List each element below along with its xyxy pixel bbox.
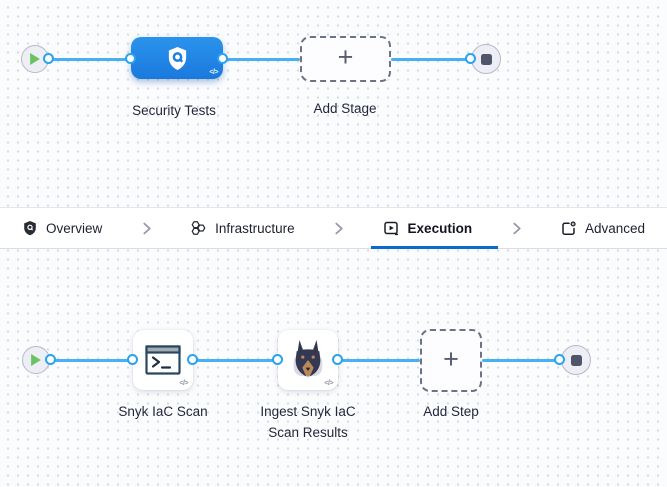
page-gear-icon [562, 220, 576, 235]
chevron-right-icon [512, 222, 521, 234]
step-label-line2: Scan Results [268, 425, 348, 440]
execution-end-node [561, 345, 591, 375]
stop-icon [480, 53, 492, 65]
code-badge: </> [324, 380, 333, 387]
terminal-icon [145, 345, 181, 375]
stage-card-security-tests[interactable]: </> [131, 37, 223, 79]
tab-label: Infrastructure [215, 220, 295, 236]
step-card-ingest-snyk-results[interactable]: </> [278, 330, 338, 390]
link-port[interactable] [272, 354, 283, 365]
step-card-snyk-iac-scan[interactable]: </> [133, 330, 193, 390]
link-port[interactable] [217, 53, 228, 64]
tab-advanced[interactable]: Advanced [560, 208, 645, 248]
connector-line [482, 358, 558, 362]
connector-line [338, 358, 420, 362]
tab-label: Advanced [584, 220, 645, 236]
link-port[interactable] [43, 53, 54, 64]
step-label-line1: Ingest Snyk IaC [260, 404, 356, 419]
play-square-icon [383, 221, 398, 235]
link-port[interactable] [554, 354, 565, 365]
shield-icon [24, 221, 36, 236]
stop-icon [570, 354, 582, 366]
play-icon [31, 354, 41, 366]
add-stage-label: Add Stage [313, 101, 377, 116]
link-port[interactable] [45, 354, 56, 365]
tab-execution[interactable]: Execution [370, 208, 499, 249]
link-port[interactable] [465, 53, 476, 64]
step-label: Ingest Snyk IaC Scan Results [238, 401, 378, 443]
connector-line [49, 57, 131, 61]
pipeline-end-node [471, 44, 501, 74]
add-step-label: Add Step [423, 404, 479, 419]
plus-icon: + [443, 343, 459, 374]
tab-label: Overview [46, 220, 103, 236]
link-port[interactable] [125, 53, 136, 64]
selected-tab-underline [370, 246, 499, 249]
chevron-right-icon [335, 222, 343, 234]
tab-label: Execution [407, 220, 473, 236]
stage-label: Security Tests [132, 103, 216, 118]
code-badge: </> [179, 380, 188, 387]
step-label: Snyk IaC Scan [118, 404, 208, 419]
play-icon [30, 53, 40, 65]
link-port[interactable] [187, 354, 198, 365]
stage-tab-bar: Overview Infrastructure Execution Advan [0, 207, 667, 249]
chevron-right-icon [143, 222, 151, 234]
link-port[interactable] [332, 354, 343, 365]
add-step-button[interactable]: + [420, 329, 482, 392]
connector-line [391, 57, 468, 61]
connector-line [223, 57, 300, 61]
tab-overview[interactable]: Overview [22, 208, 102, 248]
add-stage-button[interactable]: + [300, 36, 391, 82]
snyk-dog-icon [293, 340, 323, 379]
connector-line [193, 358, 278, 362]
link-port[interactable] [127, 354, 138, 365]
connector-line [51, 358, 133, 362]
plus-icon: + [337, 42, 354, 72]
hexagons-icon [191, 220, 206, 235]
code-badge: </> [209, 69, 218, 76]
security-shield-icon [168, 46, 186, 70]
tab-infrastructure[interactable]: Infrastructure [190, 208, 295, 248]
